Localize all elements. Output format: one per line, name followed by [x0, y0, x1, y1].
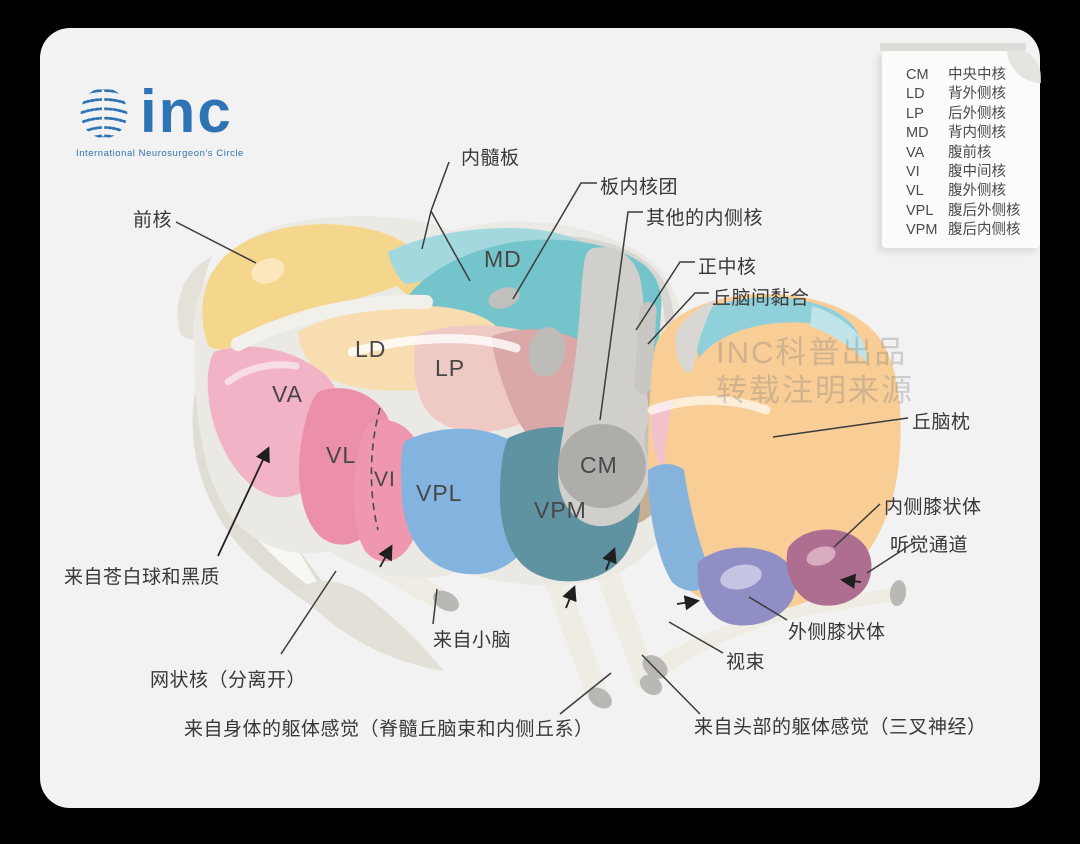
vl-vi-dashed-boundary [370, 407, 381, 531]
leader-lateral-geniculate [748, 596, 788, 621]
watermark: INC科普出品 转载注明来源 [716, 334, 914, 410]
leader-pulvinar [772, 417, 909, 438]
legend-abbr: VL [906, 183, 924, 200]
leader-interthalamic-adhesion [647, 292, 709, 345]
leader-optic-tract [668, 621, 724, 654]
intralaminar-blob [488, 287, 520, 309]
legend-abbr: CM [906, 67, 929, 83]
watermark-line2: 转载注明来源 [716, 373, 914, 408]
pulvinar-pink-sliver [650, 401, 672, 470]
legend-name: 背内侧核 [948, 125, 1006, 142]
legend-row: VA 腹前核 [906, 144, 1040, 163]
legend-row: LD 背外侧核 [906, 85, 1040, 104]
arrow-optic-input [676, 595, 701, 611]
legend-row: LP 后外侧核 [906, 105, 1040, 124]
optic-tract-band [648, 587, 900, 676]
arrow-somatic-input-1 [562, 585, 577, 609]
leader-cerebellum [432, 588, 438, 625]
logo-tagline: International Neurosurgeon's Circle [76, 148, 244, 159]
logo-wordmark: inc [140, 78, 233, 145]
legend-abbr: MD [906, 125, 929, 142]
legend-abbr: VPM [906, 222, 938, 239]
leader-somatic-head [641, 654, 701, 715]
legend-row: VL 腹外侧核 [906, 182, 1040, 201]
legend-abbr: VA [906, 144, 925, 161]
intralaminar-blob [528, 327, 566, 377]
thalamus-left-body [193, 216, 698, 586]
leader-reticular [280, 570, 337, 655]
arrow-auditory-input [839, 573, 862, 589]
leader-internal-medullary-lamina [421, 161, 471, 282]
nuclei-legend: CM 中央中核 LD 背外侧核 LP 后外侧核 MD 背内侧核 VA 腹前核 VI 腹中间核… [880, 43, 1041, 248]
legend-name: 腹后内侧核 [948, 222, 1021, 239]
legend-name: 背外侧核 [948, 86, 1006, 103]
legend-abbr: VPL [906, 202, 934, 219]
arrow-pallidum-input [217, 446, 270, 557]
arrow-somatic-input-2 [602, 547, 617, 571]
leader-midline-nucleus [635, 261, 695, 331]
legend-abbr: VI [906, 164, 920, 181]
legend-name: 腹后外侧核 [948, 202, 1021, 219]
leader-anterior [175, 221, 257, 264]
legend-row: VI 腹中间核 [906, 163, 1040, 182]
leader-other-medial [599, 211, 643, 421]
flow-arrows [217, 446, 862, 611]
legend-name: 腹中间核 [948, 164, 1006, 181]
inc-logo: inc International Neurosurgeon's Circle [76, 78, 244, 160]
pulvinar-blue-sliver [648, 464, 714, 591]
region-anterior [202, 224, 419, 350]
legend-row: MD 背内侧核 [906, 124, 1040, 143]
leader-auditory-pathway [866, 541, 916, 574]
legend-name: 中央中核 [948, 67, 1006, 83]
arrow-cerebellar-input [378, 544, 393, 568]
brain-icon [80, 89, 128, 139]
legend-abbr: LD [906, 86, 925, 103]
legend-row: VPL 腹后外侧核 [906, 202, 1040, 221]
legend-row: CM 中央中核 [906, 66, 1040, 85]
leader-medial-geniculate [833, 503, 881, 548]
legend-name: 后外侧核 [948, 105, 1006, 122]
legend-abbr: LP [906, 105, 924, 122]
leader-intralaminar [512, 182, 597, 300]
legend-name: 腹外侧核 [948, 183, 1006, 200]
leader-somatic-body [559, 672, 612, 715]
leader-lines [175, 161, 916, 715]
legend-row: VPM 腹后内侧核 [906, 221, 1040, 240]
region-cm [558, 424, 646, 508]
watermark-line1: INC科普出品 [716, 335, 908, 370]
legend-name: 腹前核 [948, 144, 992, 161]
